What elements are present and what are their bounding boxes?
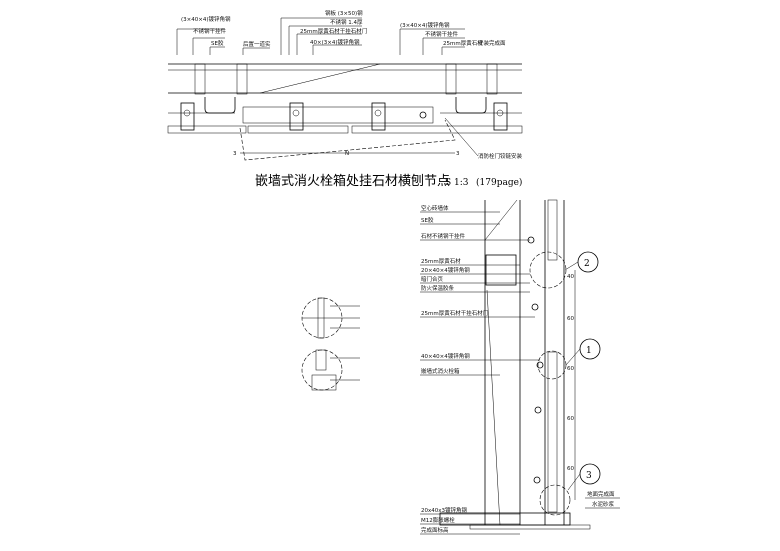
section-label: 25mm厚黄石材 (421, 257, 461, 265)
dim-middle: N (345, 151, 349, 157)
section-label: 水泥砂浆 (592, 500, 615, 508)
dim-left: 3 (233, 151, 237, 157)
plan-label: 不锈钢干挂件 (425, 30, 459, 38)
callout-3: 3 (586, 471, 592, 481)
floor-slab (439, 512, 571, 526)
section-leaders (420, 211, 540, 535)
plan-label: 后置一道实 (243, 40, 271, 48)
floor-hatch (167, 125, 247, 134)
plan-label: 25mm厚黄石材 (443, 39, 483, 47)
plan-label: 不锈钢干挂件 (193, 27, 227, 35)
section-label: 25mm厚黄石材干挂石材门 (421, 309, 488, 317)
plan-section: 3 N 3 (3×40×4)镀锌角钢 不锈钢干挂件 SE胶 后置一道实 钢板 (… (167, 9, 523, 161)
title-scale: S 1:3 (445, 178, 469, 188)
callout-1: 1 (586, 346, 592, 356)
plan-label: 消防栓门铰链安装 (478, 152, 523, 160)
section-label: 40×40×4镀锌角钢 (421, 352, 470, 360)
dim: 40 (567, 274, 574, 280)
stone-head (485, 254, 517, 286)
section-label: 防火保温胶条 (421, 284, 455, 292)
plan-label: (3×40×4)镀锌角钢 (400, 21, 450, 29)
section-label: 暗门合页 (421, 275, 444, 283)
section-label: 完成面标高 (421, 526, 449, 534)
plan-label: 钢板 (3×50)钢 (325, 9, 363, 17)
callout-markers: 2 1 3 (564, 251, 601, 491)
plan-label: 安装完成面 (478, 39, 506, 47)
dim: 60 (567, 316, 574, 322)
plan-leaders (176, 17, 479, 157)
title-page: (179page) (476, 177, 522, 188)
section-label: 空心砖墙体 (421, 204, 449, 212)
section-label: 石材不锈钢干挂件 (421, 232, 466, 240)
dim: 60 (567, 416, 574, 422)
detail-circles (301, 297, 360, 391)
section-label: 20x40x3镀锌角钢 (421, 506, 468, 514)
plan-label: (3×40×4)镀锌角钢 (181, 15, 231, 23)
stone-panels (194, 63, 498, 95)
plan-label: SE胶 (211, 39, 224, 47)
drawing-title: 嵌墙式消火栓箱处挂石材横刨节点 S 1:3 (179page) (255, 173, 522, 189)
brackets (180, 102, 508, 131)
title-main: 嵌墙式消火栓箱处挂石材横刨节点 (255, 173, 450, 189)
vertical-section: 2 1 3 40 60 60 60 60 空 (420, 199, 620, 535)
dim: 60 (567, 366, 574, 372)
section-label: M12膨胀螺栓 (421, 516, 455, 524)
plan-label: 25mm厚黄石材干挂石材门 (300, 27, 367, 35)
section-label: SE胶 (421, 216, 434, 224)
section-label: 地面完成面 (587, 490, 615, 498)
cabinet-door (242, 106, 434, 124)
plan-label: 不锈钢 1.4厚 (330, 18, 363, 26)
dim: 60 (567, 466, 574, 472)
plan-label: 40×(3×4)镀锌角钢 (310, 38, 360, 46)
section-label: 嵌墙式消火栓箱 (421, 367, 460, 375)
dim-right: 3 (456, 151, 460, 157)
callout-2: 2 (584, 259, 590, 269)
stone-panel (547, 199, 558, 261)
section-label: 20×40×4镀锌角钢 (421, 266, 470, 274)
